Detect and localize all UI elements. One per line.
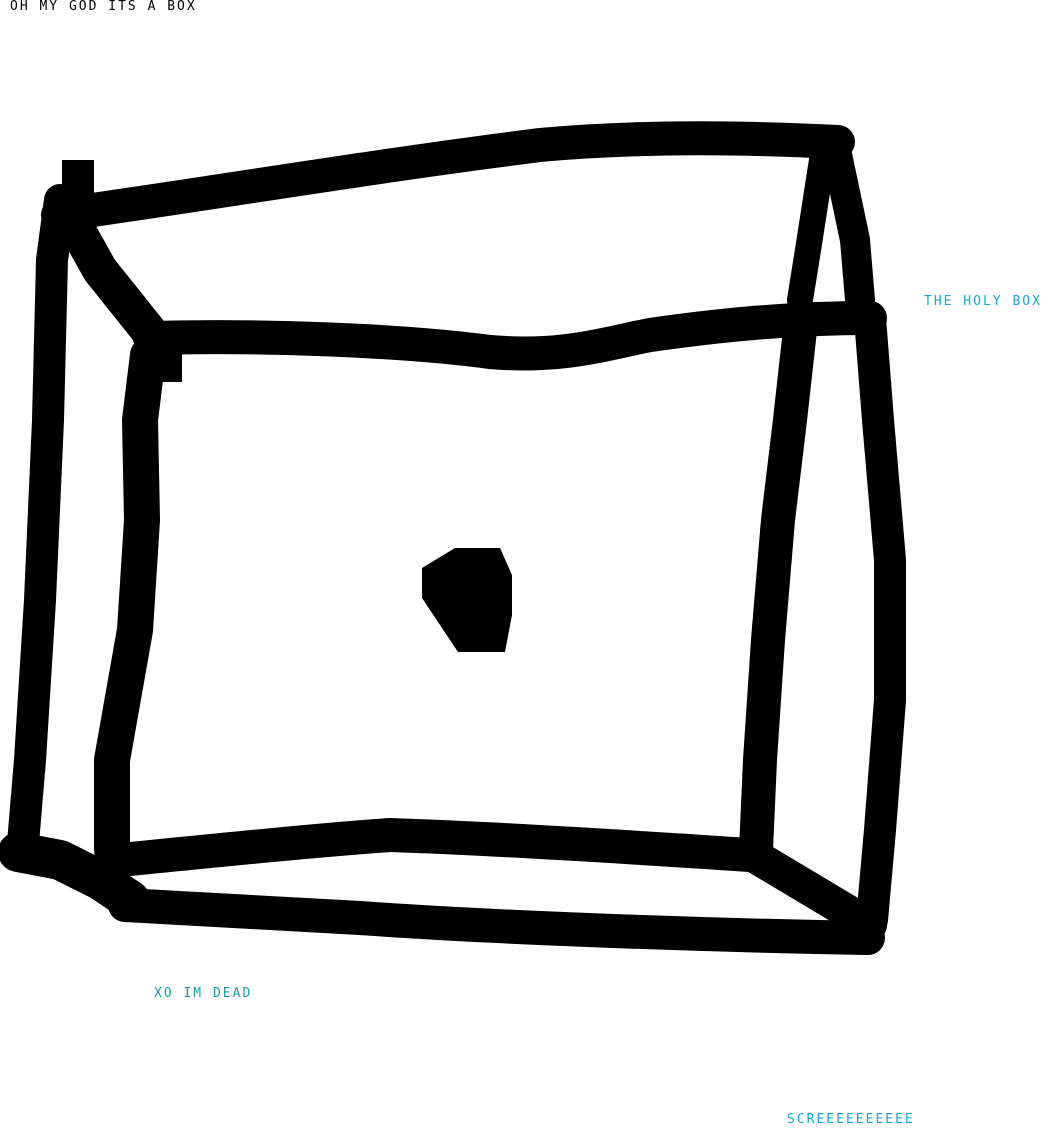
caption-bottom: SCREEEEEEEEEE bbox=[787, 1112, 915, 1127]
box-bottom-right-diagonal bbox=[741, 841, 887, 942]
box-bottom-left-corner bbox=[0, 832, 150, 920]
box-front-top-edge bbox=[133, 301, 887, 371]
box-back-top-edge bbox=[41, 121, 855, 232]
box-front-left-edge bbox=[94, 337, 166, 868]
box-corner-nub bbox=[62, 160, 94, 210]
box-outer-right-edge bbox=[854, 302, 906, 936]
box-bottom-back-edge bbox=[108, 888, 885, 955]
box-front-bottom-edge bbox=[103, 818, 767, 877]
box-front-notch bbox=[150, 348, 182, 382]
caption-top: OH MY GOD ITS A BOX bbox=[10, 0, 197, 14]
caption-left: XO IM DEAD bbox=[154, 986, 253, 1001]
box-back-left-edge bbox=[6, 184, 76, 871]
caption-right: THE HOLY BOX bbox=[924, 294, 1042, 309]
box-back-right-inner bbox=[787, 147, 835, 313]
box-front-right-edge bbox=[739, 313, 817, 867]
box-back-right-edge bbox=[820, 130, 875, 315]
box-center-hole bbox=[422, 548, 512, 652]
